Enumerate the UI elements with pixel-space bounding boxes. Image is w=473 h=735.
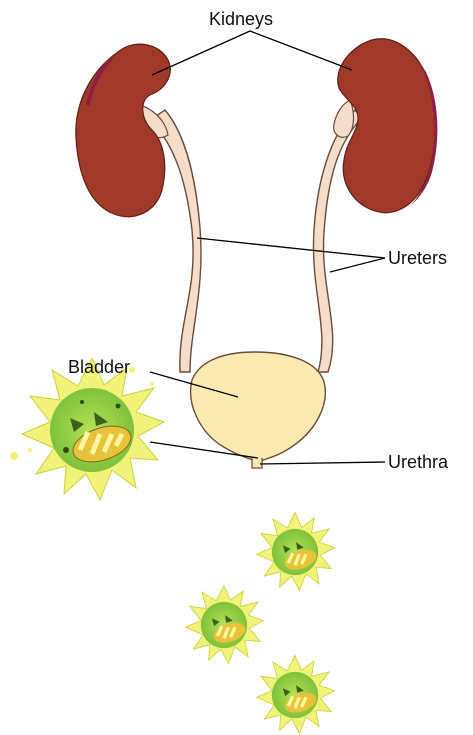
- urethra: [252, 458, 262, 468]
- bladder-label: Bladder: [68, 358, 130, 376]
- kidneys-leader-right: [250, 31, 352, 70]
- ureters-label: Ureters: [388, 249, 447, 267]
- urethra-label: Urethra: [388, 453, 448, 471]
- germ-small-2: [186, 585, 264, 663]
- right-renal-pelvis: [334, 100, 354, 137]
- germ-large: [22, 358, 164, 500]
- kidneys-label: Kidneys: [209, 10, 273, 28]
- urethra-leader: [260, 462, 385, 464]
- ureters: [138, 100, 362, 372]
- ureters-leader-left: [197, 238, 385, 258]
- ureters-leader-right: [330, 258, 385, 272]
- bladder: [191, 352, 326, 462]
- germ-small-3: [257, 655, 335, 733]
- germ-small-1: [257, 512, 335, 590]
- kidneys-leader-left: [152, 31, 250, 75]
- kidneys: [76, 39, 438, 217]
